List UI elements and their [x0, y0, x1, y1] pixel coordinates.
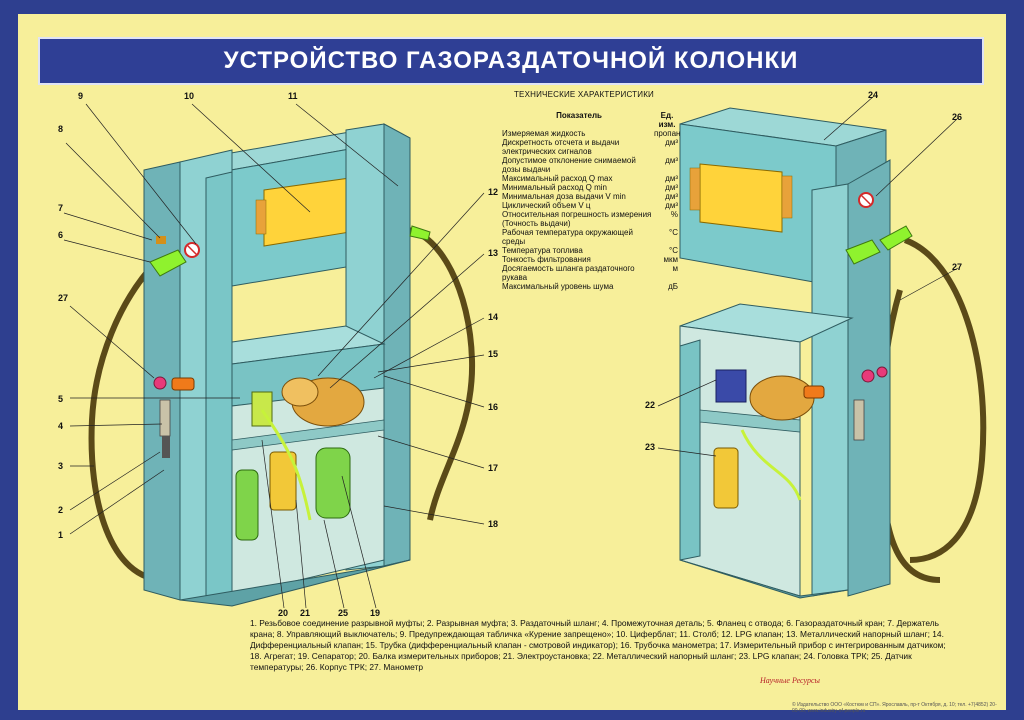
title-banner: УСТРОЙСТВО ГАЗОРАЗДАТОЧНОЙ КОЛОНКИ — [38, 37, 984, 85]
page-title: УСТРОЙСТВО ГАЗОРАЗДАТОЧНОЙ КОЛОНКИ — [223, 47, 799, 74]
callout-1: 1 — [58, 530, 64, 540]
tech-specs-table: ТЕХНИЧЕСКИЕ ХАРАКТЕРИСТИКИ Показатель Ед… — [502, 90, 681, 291]
tech-spec-unit: дм³ — [665, 192, 678, 201]
tech-spec-row: Относительная погрешность измерения (Точ… — [502, 210, 678, 228]
right-dispenser — [679, 107, 987, 599]
tech-spec-row: Минимальный расход Q min дм³ — [502, 183, 678, 192]
tech-spec-unit: дБ — [668, 282, 678, 291]
tech-spec-param: Измеряемая жидкость — [502, 129, 586, 138]
tech-spec-param: Досягаемость шланга раздаточного рукава — [502, 264, 635, 282]
tech-spec-row: Допустимое отклонение снимаемой дозы выд… — [502, 156, 678, 174]
callout-9: 9 — [78, 91, 84, 101]
left-dispenser — [88, 123, 476, 607]
tech-spec-unit: °С — [669, 228, 678, 237]
tech-spec-unit: дм³ — [665, 174, 678, 183]
tech-spec-row: Температура топлива °С — [502, 246, 678, 255]
leader-lines — [63, 95, 959, 609]
publisher-brand: Научные Ресурсы — [760, 676, 820, 685]
callout-16: 16 — [488, 402, 499, 412]
tech-spec-unit: дм³ — [665, 201, 678, 210]
callout-24: 24 — [868, 90, 879, 100]
tech-spec-row: Максимальный расход Q max дм³ — [502, 174, 678, 183]
callout-27-right: 27 — [952, 262, 963, 272]
callout-25: 25 — [338, 608, 349, 618]
tech-spec-param: Допустимое отклонение снимаемой дозы выд… — [502, 156, 636, 174]
tech-spec-row: Циклический объем V ц дм³ — [502, 201, 678, 210]
callout-8: 8 — [58, 124, 64, 134]
tech-spec-param: Дискретность отсчета и выдачи электричес… — [502, 138, 620, 156]
callout-14: 14 — [488, 312, 499, 322]
tech-spec-param: Температура топлива — [502, 246, 583, 255]
callout-4: 4 — [58, 421, 64, 431]
tech-spec-param: Относительная погрешность измерения (Точ… — [502, 210, 652, 228]
callout-7: 7 — [58, 203, 64, 213]
header-param: Показатель — [556, 111, 602, 120]
callout-15: 15 — [488, 349, 499, 359]
tech-spec-row: Дискретность отсчета и выдачи электричес… — [502, 138, 678, 156]
callout-12: 12 — [488, 187, 499, 197]
tech-spec-row: Тонкость фильтрования мкм — [502, 255, 678, 264]
callout-5: 5 — [58, 394, 64, 404]
parts-legend: 1. Резьбовое соединение разрывной муфты;… — [250, 618, 946, 672]
callout-19: 19 — [370, 608, 381, 618]
tech-spec-param: Рабочая температура окружающей среды — [502, 228, 633, 246]
tech-spec-param: Максимальный уровень шума — [502, 282, 614, 291]
callout-23: 23 — [645, 442, 656, 452]
callout-18: 18 — [488, 519, 499, 529]
tech-spec-unit: мкм — [663, 255, 679, 264]
tech-specs-title: ТЕХНИЧЕСКИЕ ХАРАКТЕРИСТИКИ — [513, 90, 655, 99]
tech-spec-unit: дм³ — [665, 183, 678, 192]
left-hose-right — [407, 227, 476, 521]
callout-21: 21 — [300, 608, 311, 618]
tech-spec-unit: м — [672, 264, 679, 273]
tech-spec-param: Циклический объем V ц — [502, 201, 591, 210]
left-hose-left — [88, 259, 166, 583]
tech-spec-param: Максимальный расход Q max — [502, 174, 613, 183]
tech-spec-param: Тонкость фильтрования — [502, 255, 591, 264]
tech-spec-param: Минимальный расход Q min — [502, 183, 607, 192]
tech-spec-unit: дм³ — [665, 156, 678, 165]
callout-6: 6 — [58, 230, 64, 240]
callout-26: 26 — [952, 112, 963, 122]
callout-13: 13 — [488, 248, 499, 258]
callout-2: 2 — [58, 505, 64, 515]
callout-27-left: 27 — [58, 293, 69, 303]
callout-3: 3 — [58, 461, 64, 471]
callout-22: 22 — [645, 400, 656, 410]
callout-10: 10 — [184, 91, 195, 101]
tech-spec-unit: % — [670, 210, 678, 219]
tech-spec-unit: пропан — [654, 129, 681, 138]
tech-spec-row: Минимальная доза выдачи V min дм³ — [502, 192, 678, 201]
tech-spec-param: Минимальная доза выдачи V min — [502, 192, 626, 201]
tech-spec-row: Измеряемая жидкость пропан — [502, 129, 681, 138]
header-unit: Ед. изм. — [658, 111, 676, 129]
tech-spec-row: Рабочая температура окружающей среды °С — [502, 228, 678, 246]
callout-11: 11 — [288, 91, 298, 101]
callout-17: 17 — [488, 463, 499, 473]
tech-spec-unit: °С — [669, 246, 678, 255]
callout-20: 20 — [278, 608, 289, 618]
publisher-imprint: © Издательство ООО «Костюм и СП». Яросла… — [792, 702, 997, 714]
tech-specs-header: Показатель Ед. изм. — [502, 111, 678, 129]
tech-spec-row: Максимальный уровень шума дБ — [502, 282, 678, 291]
tech-spec-row: Досягаемость шланга раздаточного рукава м — [502, 264, 678, 282]
tech-spec-unit: дм³ — [665, 138, 678, 147]
left-separator — [269, 451, 297, 511]
